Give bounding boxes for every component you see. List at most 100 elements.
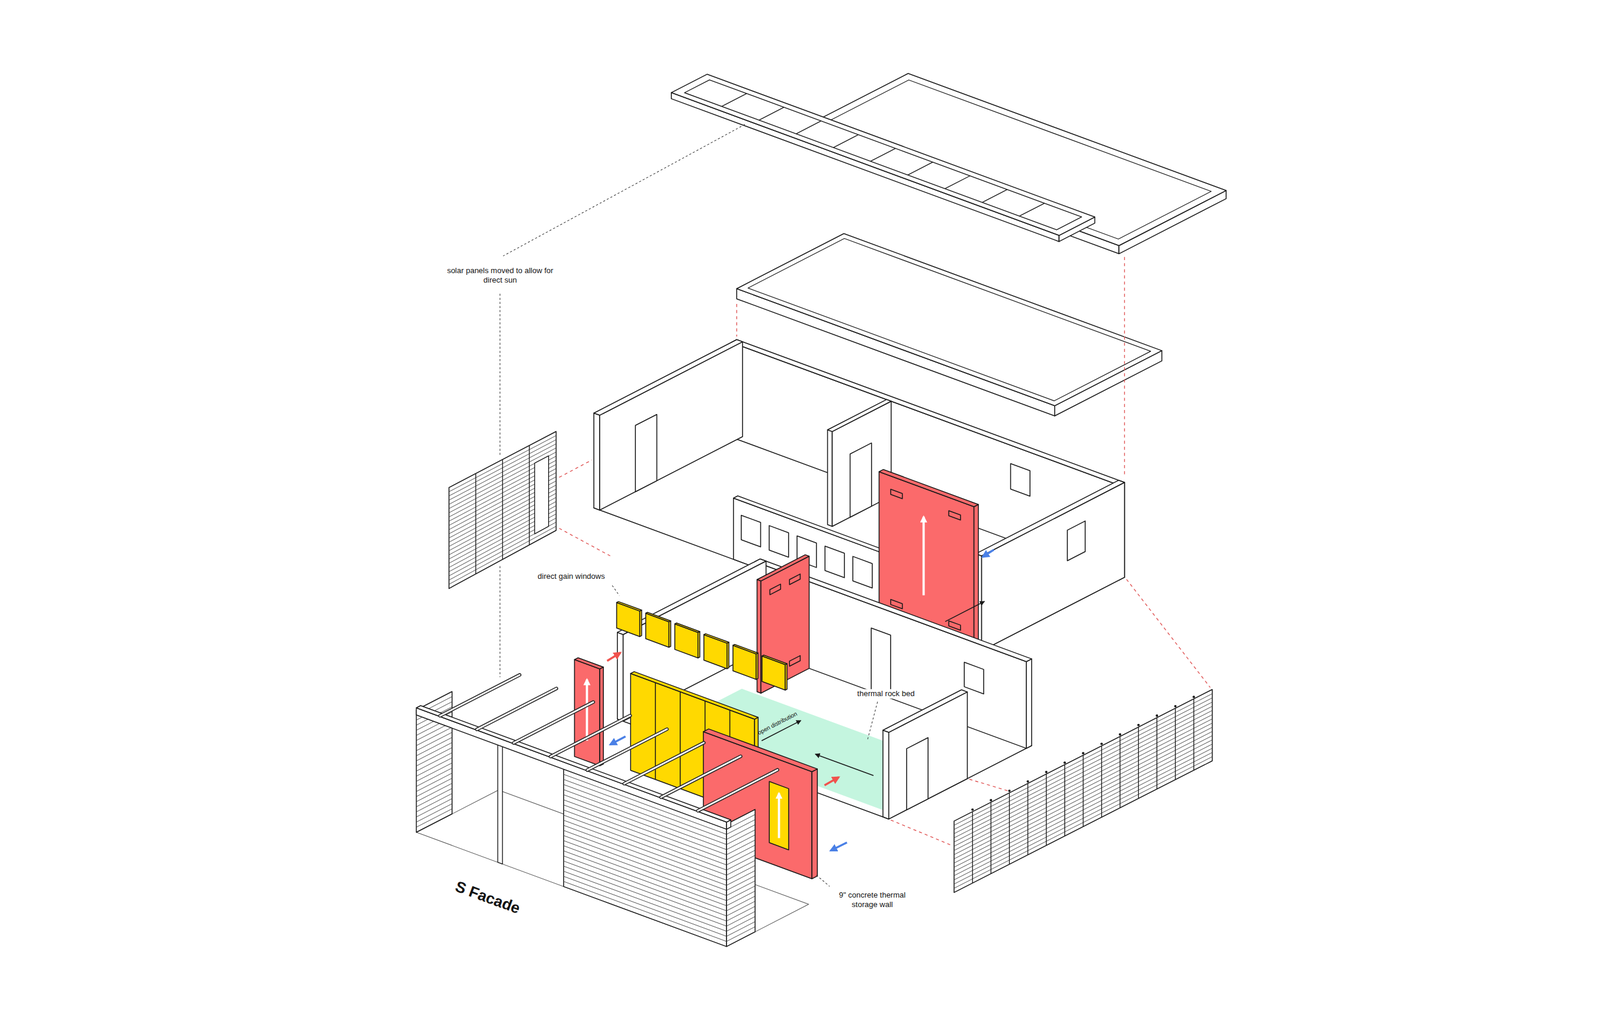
cool-air-arrow xyxy=(610,736,626,745)
cool-air-arrow xyxy=(830,842,848,851)
louver-slat xyxy=(563,846,727,907)
louver-slat xyxy=(416,804,453,823)
louver-post xyxy=(1119,736,1120,809)
direct-gain-window-top xyxy=(704,634,729,644)
window-opening xyxy=(964,662,984,694)
east-wall-top xyxy=(976,480,1125,557)
post-cap xyxy=(1008,789,1011,793)
louver-post xyxy=(529,445,530,546)
louver-slat xyxy=(954,714,1213,847)
solar-panel-divider xyxy=(982,189,1008,203)
post-cap xyxy=(1082,752,1085,755)
callout-label: direct gain windows xyxy=(537,571,605,582)
rafter-fill xyxy=(477,688,557,730)
vent-slot xyxy=(769,584,781,595)
clerestory-window xyxy=(741,515,761,547)
direct-gain-window-face xyxy=(762,656,786,690)
post-cap xyxy=(1192,695,1195,699)
west-wall-side xyxy=(599,341,743,511)
interior-storage-wall-top xyxy=(757,554,810,581)
solar-panel-divider xyxy=(945,176,971,190)
pergola xyxy=(416,674,809,947)
rafter-outline xyxy=(698,769,778,811)
west-wall xyxy=(593,339,743,511)
rafter-fill xyxy=(513,702,594,744)
louver-slat xyxy=(416,788,453,808)
louver-post xyxy=(990,802,992,875)
direct-gain-window-face xyxy=(733,645,757,680)
glazing-mullion xyxy=(679,692,681,790)
louver-slat xyxy=(726,926,755,942)
rafter-outline xyxy=(440,674,520,716)
louver-slat xyxy=(954,727,1213,860)
louver-slat xyxy=(416,763,453,782)
louver-slat xyxy=(954,722,1213,855)
direct-gain-window xyxy=(645,612,671,648)
direct-gain-window-face xyxy=(704,634,728,670)
rafter-fill xyxy=(624,743,704,784)
glazing-wall-top xyxy=(630,672,758,720)
direct-gain-window-side xyxy=(785,663,787,691)
louver-post xyxy=(1082,755,1084,828)
screen-opening xyxy=(534,455,549,534)
door-opening xyxy=(906,737,928,811)
louver-slat xyxy=(563,861,727,921)
callout-label: thermal rock bed xyxy=(855,689,917,699)
rafter-fill xyxy=(698,769,778,811)
solar-panel-divider xyxy=(870,148,896,162)
post-cap xyxy=(1118,733,1122,736)
projection-line xyxy=(1124,257,1125,476)
louver-post xyxy=(501,459,503,560)
direct-gain-window-top xyxy=(674,623,700,633)
louver-post xyxy=(1045,774,1047,847)
louver-slat xyxy=(416,793,453,812)
louver-slat xyxy=(416,808,453,828)
air-flow-arrow xyxy=(778,793,781,839)
warm-air-arrow xyxy=(824,777,839,786)
window-opening xyxy=(1010,463,1030,496)
north-wall-top xyxy=(731,339,1125,486)
louver-slat xyxy=(416,798,453,818)
vent-slot xyxy=(948,510,961,521)
rafter-outline xyxy=(513,702,594,744)
post-cap xyxy=(971,808,974,811)
east-louvre-screen xyxy=(954,689,1213,894)
direct-gain-window xyxy=(733,644,758,680)
louver-slat xyxy=(563,866,727,927)
louver-slat xyxy=(563,856,727,917)
louver-slat xyxy=(954,744,1213,876)
louver-slat xyxy=(416,768,453,787)
direct-gain-window-face xyxy=(616,602,640,637)
warm-air-arrow xyxy=(607,653,621,662)
ground-floor xyxy=(617,554,1032,819)
louver-slat xyxy=(416,737,453,757)
rafter-outline xyxy=(550,715,630,757)
solar-panel-frame-top xyxy=(671,74,1096,236)
solar-panel-divider xyxy=(721,93,747,107)
direct-gain-window-side xyxy=(756,653,758,680)
solar-panel-bed xyxy=(684,80,1082,230)
direct-gain-window xyxy=(704,634,729,670)
louver-slat xyxy=(563,871,727,932)
window-opening xyxy=(1067,520,1086,561)
louver-post xyxy=(1175,708,1176,780)
louver-post xyxy=(1193,699,1195,771)
louver-slat xyxy=(416,727,453,746)
louver-slat xyxy=(416,773,453,792)
louver-slat xyxy=(563,774,727,835)
leader-line xyxy=(816,875,830,887)
storage-column-side xyxy=(599,667,604,767)
trombe-vent xyxy=(769,781,789,850)
louver-post xyxy=(1009,792,1010,865)
door-opening xyxy=(871,628,891,699)
post-cap xyxy=(1063,761,1067,764)
louver-post xyxy=(1156,717,1158,790)
east-wall xyxy=(882,689,968,819)
projection-line xyxy=(1126,579,1211,688)
facade-title: S Facade xyxy=(452,877,523,919)
louver-post xyxy=(1138,727,1139,799)
west-wall-face xyxy=(617,632,624,722)
flow-label: open distribution xyxy=(756,710,799,737)
